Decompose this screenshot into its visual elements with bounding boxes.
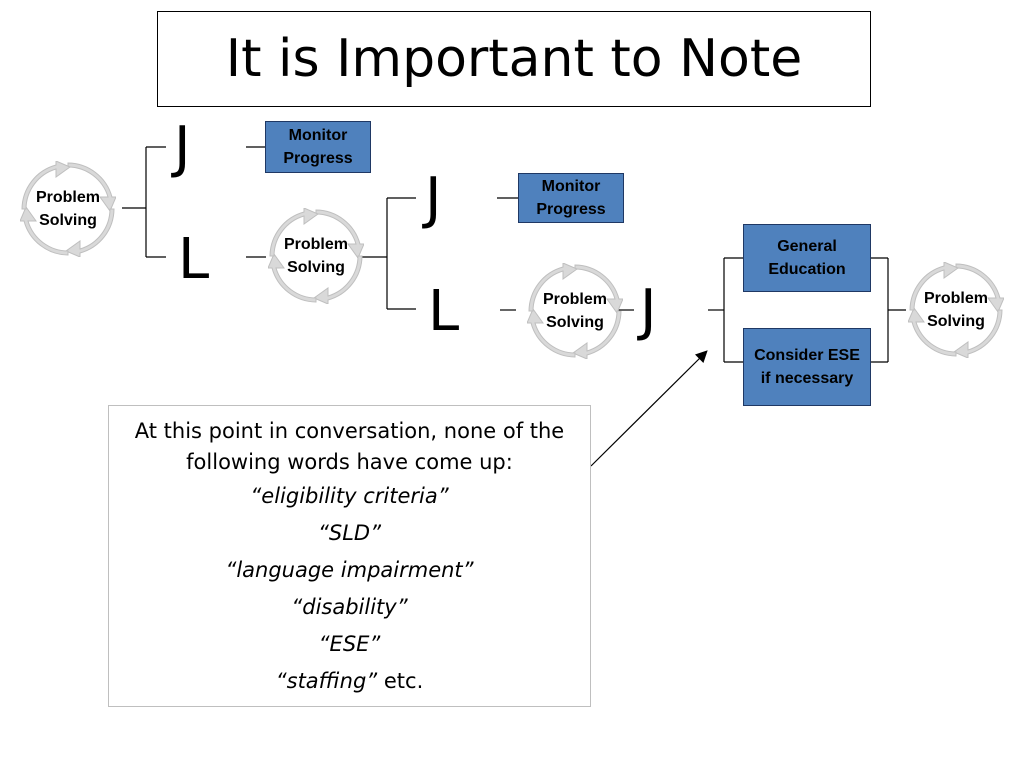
cycle-arrows-icon [527, 263, 623, 359]
problem-solving-node-2: Problem Solving [268, 208, 364, 304]
consider-ese-box: Consider ESE if necessary [743, 328, 871, 406]
problem-solving-node-4: Problem Solving [908, 262, 1004, 358]
monitor-progress-box-2: Monitor Progress [518, 173, 624, 223]
note-term-3: “language impairment” [225, 558, 474, 582]
note-term-6-text: “staffing” [275, 669, 378, 693]
page-title: It is Important to Note [225, 29, 803, 89]
cycle-arrows-icon [20, 161, 116, 257]
note-term-6: “staffing” etc. [109, 663, 590, 700]
monitor-progress-label: Monitor Progress [283, 127, 353, 167]
note-intro: At this point in conversation, none of t… [134, 419, 565, 474]
problem-solving-label: Problem Solving [283, 236, 348, 276]
title-box: It is Important to Note [157, 11, 871, 107]
cycle-arrows-icon [268, 208, 364, 304]
general-education-box: General Education [743, 224, 871, 292]
cycle-arrows-icon [908, 262, 1004, 358]
problem-solving-label: Problem Solving [542, 291, 607, 331]
note-term-2: “SLD” [318, 521, 381, 545]
happy-face-icon-1: J [174, 115, 191, 180]
happy-face-icon-2: J [425, 166, 442, 231]
monitor-progress-box-1: Monitor Progress [265, 121, 371, 173]
sad-face-icon-1: L [178, 227, 210, 292]
happy-face-icon-3: J [640, 278, 657, 343]
problem-solving-label: Problem Solving [35, 189, 100, 229]
note-term-1: “eligibility criteria” [250, 484, 449, 508]
note-box: At this point in conversation, none of t… [108, 405, 591, 707]
note-term-5: “ESE” [318, 632, 381, 656]
problem-solving-node-3: Problem Solving [527, 263, 623, 359]
consider-ese-label: Consider ESE if necessary [754, 347, 860, 387]
problem-solving-label: Problem Solving [923, 290, 988, 330]
monitor-progress-label: Monitor Progress [536, 178, 606, 218]
sad-face-icon-2: L [428, 279, 460, 344]
general-education-label: General Education [768, 238, 846, 278]
note-suffix: etc. [377, 669, 424, 693]
problem-solving-node-1: Problem Solving [20, 161, 116, 257]
note-term-4: “disability” [291, 595, 408, 619]
